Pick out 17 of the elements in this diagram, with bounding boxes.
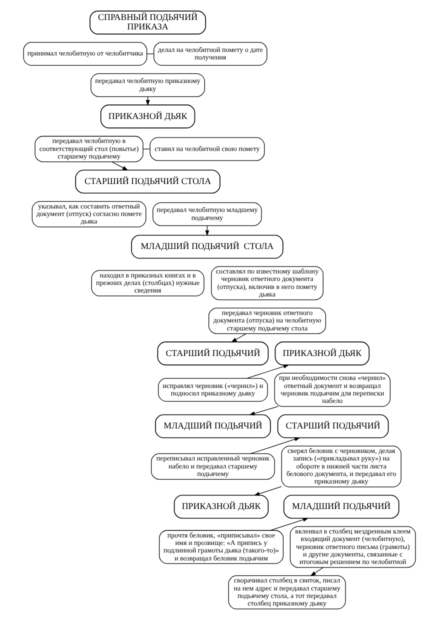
arrow bbox=[254, 486, 282, 496]
node-box: ПРИКАЗНОЙ ДЬЯК bbox=[174, 494, 269, 519]
node-box: ПРИКАЗНОЙ ДЬЯК bbox=[274, 342, 370, 366]
node-box: МЛАДШИЙ ПОДЬЯЧИЙ bbox=[283, 494, 400, 519]
arrow bbox=[112, 162, 128, 171]
node-box: МЛАДШИЙ ПОДЬЯЧИЙ bbox=[155, 414, 271, 438]
node-box: ПРИКАЗНОЙ ДЬЯК bbox=[100, 104, 196, 128]
node-box: СТАРШИЙ ПОДЬЯЧИЙ bbox=[277, 414, 389, 438]
arrow bbox=[249, 406, 278, 416]
arrow bbox=[270, 518, 309, 531]
arrow bbox=[231, 333, 246, 342]
node-box: СТАРШИЙ ПОДЬЯЧИЙ bbox=[157, 342, 269, 366]
arrow bbox=[310, 567, 324, 576]
connector bbox=[142, 148, 150, 150]
node-box: МЛАДШИЙ ПОДЬЯЧИЙ СТОЛА bbox=[131, 234, 284, 259]
node-box: СТАРШИЙ ПОДЬЯЧИЙ СТОЛА bbox=[75, 170, 220, 194]
node-box: СПРАВНЫЙ ПОДЬЯЧИЙ ПРИКАЗА bbox=[90, 10, 206, 34]
